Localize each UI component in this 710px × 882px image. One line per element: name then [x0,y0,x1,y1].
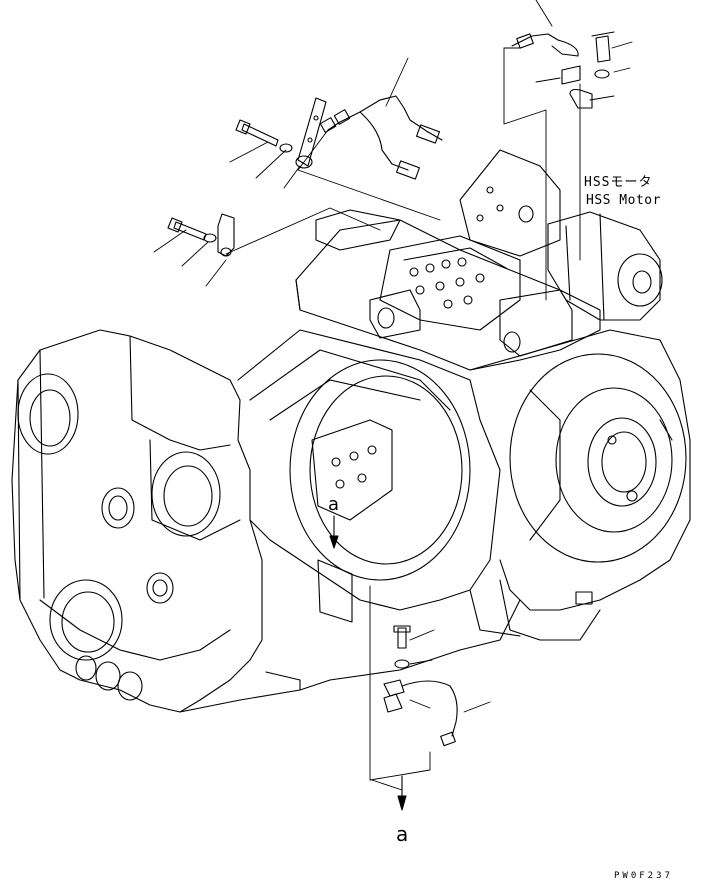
hss-motor-label-en: HSS Motor [586,193,661,208]
bracket-left [167,213,235,257]
drawing-code: PW0F237 [614,871,673,881]
right-housing [469,329,691,641]
hss-motor [547,211,663,321]
transmission-case [11,329,521,713]
view-mark-bottom: a [396,822,409,846]
sensor-harness-top-right [511,31,615,109]
control-valve [295,149,601,371]
leader-lines [153,0,633,791]
view-arrows [329,515,407,811]
sensor-bottom [383,625,458,747]
view-mark-top: a [328,494,340,515]
sensor-harness-center [235,95,443,180]
hss-motor-label-jp: HSSモータ [584,175,653,190]
